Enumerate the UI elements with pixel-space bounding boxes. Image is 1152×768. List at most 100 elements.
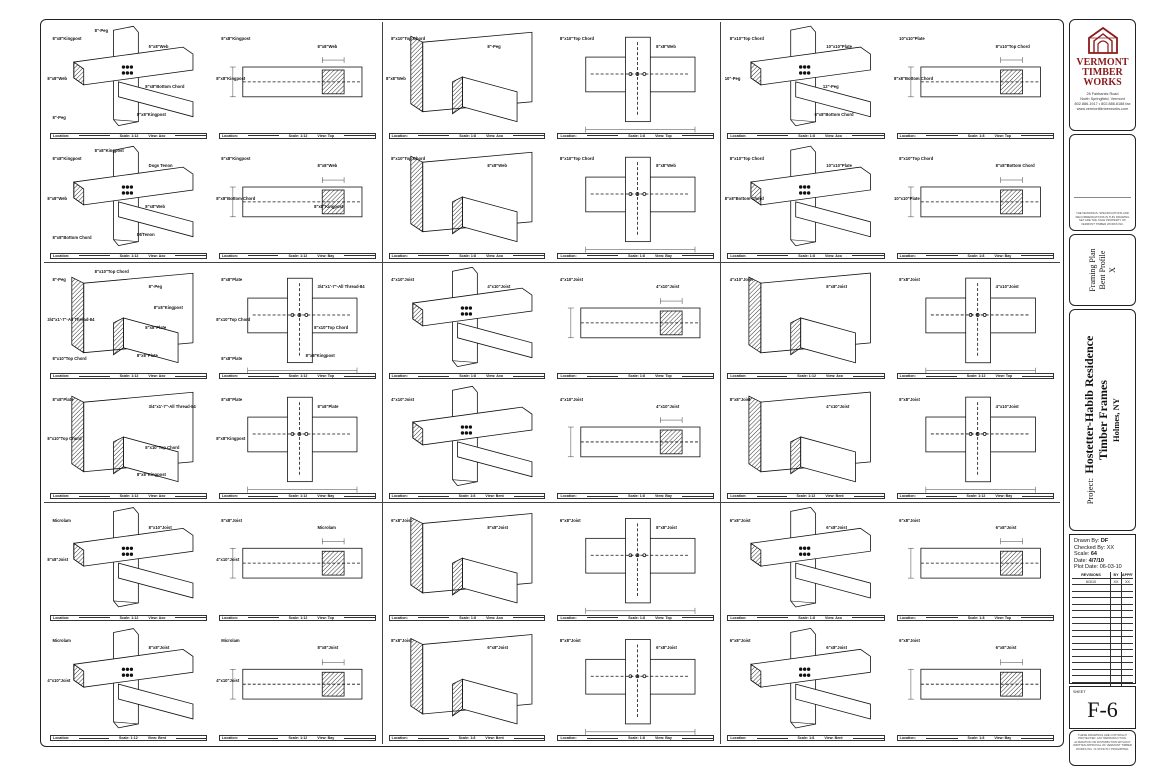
scale-text: Scale: 1:8 <box>968 254 985 258</box>
caption-rule <box>681 255 714 257</box>
project-subtitle: Timber Frames <box>1095 380 1110 460</box>
orthographic-drawing <box>247 397 358 494</box>
scale-label: Scale: <box>628 253 639 258</box>
scale-label: Scale: <box>459 374 470 379</box>
project-label: Project: <box>1084 477 1095 505</box>
axonometric-drawing <box>410 151 533 242</box>
revision-cell-empty <box>1072 617 1111 624</box>
member-callout: 8"-Peg <box>94 27 109 33</box>
location-field <box>248 255 279 257</box>
caption-rule <box>681 495 714 497</box>
location-label: Location: <box>560 494 577 499</box>
revision-cell-empty <box>1111 676 1122 683</box>
caption-rule <box>344 255 375 257</box>
orthographic-drawing <box>229 538 363 579</box>
member-callout: 8"x8"Kingpost <box>305 352 335 358</box>
caption-rule <box>1021 255 1053 257</box>
view-text: View: Axo <box>825 616 842 620</box>
view-label: View: <box>485 494 495 499</box>
member-callout: 8"x10"Top Chord <box>729 156 764 162</box>
date-value: 4/7/10 <box>1088 557 1104 564</box>
scale-label: Scale: <box>1074 551 1090 558</box>
view-value: Axo <box>496 253 504 258</box>
view-text: View: Top <box>994 134 1011 138</box>
member-callout: 8"x10"Joist <box>148 524 172 530</box>
scale-value: 1:8 <box>470 494 476 499</box>
view-value: Bay <box>1004 253 1012 258</box>
member-callout: 4"x10"Joist <box>995 284 1019 290</box>
view-text: View: Top <box>317 134 334 138</box>
scale-label: Scale: <box>967 736 979 740</box>
caption-rule <box>344 495 375 497</box>
view-value: Bay <box>665 736 672 740</box>
notes-text: THE DRAWINGS, SPECIFICATIONS AND RECOMME… <box>1075 211 1130 226</box>
member-callout: 12"-Peg <box>822 84 839 90</box>
scale-text: Scale: 1:12 <box>120 134 139 138</box>
detail-drawing <box>585 518 696 615</box>
scale-label: Scale: <box>459 133 470 138</box>
revision-cell-empty <box>1122 585 1133 592</box>
view-label: View: <box>994 133 1004 138</box>
location-field <box>586 135 619 137</box>
member-callout: 8"x8"Web <box>145 204 166 210</box>
location-field <box>925 135 958 137</box>
revision-cell-empty <box>1122 605 1133 611</box>
detail-drawing <box>568 417 701 458</box>
location-label: Location: <box>899 736 916 740</box>
member-callout: 8"x8"Joist <box>47 557 69 563</box>
member-callout: 3/4"x1'-7"-All Thread-84 <box>148 404 196 410</box>
view-label: View: <box>824 133 835 138</box>
detail-drawing <box>907 538 1041 579</box>
scale-value: 1:8 <box>470 374 477 379</box>
revision-cell-empty <box>1072 663 1111 670</box>
location-field <box>925 737 958 739</box>
member-callout: 8"x8"Plate <box>52 396 74 402</box>
member-callout: 4"x10"Joist <box>656 404 680 410</box>
revisions-header-cell: APPR'D BY <box>1122 573 1133 579</box>
member-callout: 8"x8"Plate <box>221 396 243 402</box>
scale-label: Scale: <box>967 253 979 258</box>
caption-rule <box>344 375 375 377</box>
view-value: Bay <box>665 494 672 499</box>
scale-label: Scale: <box>966 494 978 499</box>
location-label: Location: <box>560 374 577 379</box>
detail-drawing <box>925 397 1036 494</box>
view-label: View: <box>148 133 158 138</box>
scale-label: Scale: <box>628 133 639 138</box>
view-text: View: Bay <box>317 254 334 258</box>
scale-text: Scale: 1:8 <box>459 616 476 620</box>
sheet-type-line: Bent Profile <box>1097 250 1107 290</box>
scale-text: Scale: 1:12 <box>120 374 139 378</box>
caption-rule <box>1021 135 1053 137</box>
scale-label: Scale: <box>966 374 978 379</box>
revision-cell-empty <box>1122 650 1133 657</box>
project-box: Project: Hostetter-Habib Residence Timbe… <box>1069 309 1136 531</box>
revision-cell-empty <box>1122 618 1133 624</box>
axonometric-drawing <box>750 507 872 608</box>
caption-rule <box>513 135 545 137</box>
detail-drawing <box>410 151 533 242</box>
view-value: Bent <box>495 494 504 499</box>
view-text: View: Top <box>317 374 334 378</box>
detail-drawing <box>750 145 872 247</box>
orthographic-drawing <box>229 659 363 700</box>
revision-cell-empty <box>1072 624 1111 631</box>
member-callout: 8"x8"Kingpost <box>216 75 246 81</box>
scale-text: Scale: 1:8 <box>628 616 645 620</box>
location-field <box>79 617 110 619</box>
location-label: Location: <box>221 374 238 379</box>
scale-label: Scale: <box>628 736 639 740</box>
